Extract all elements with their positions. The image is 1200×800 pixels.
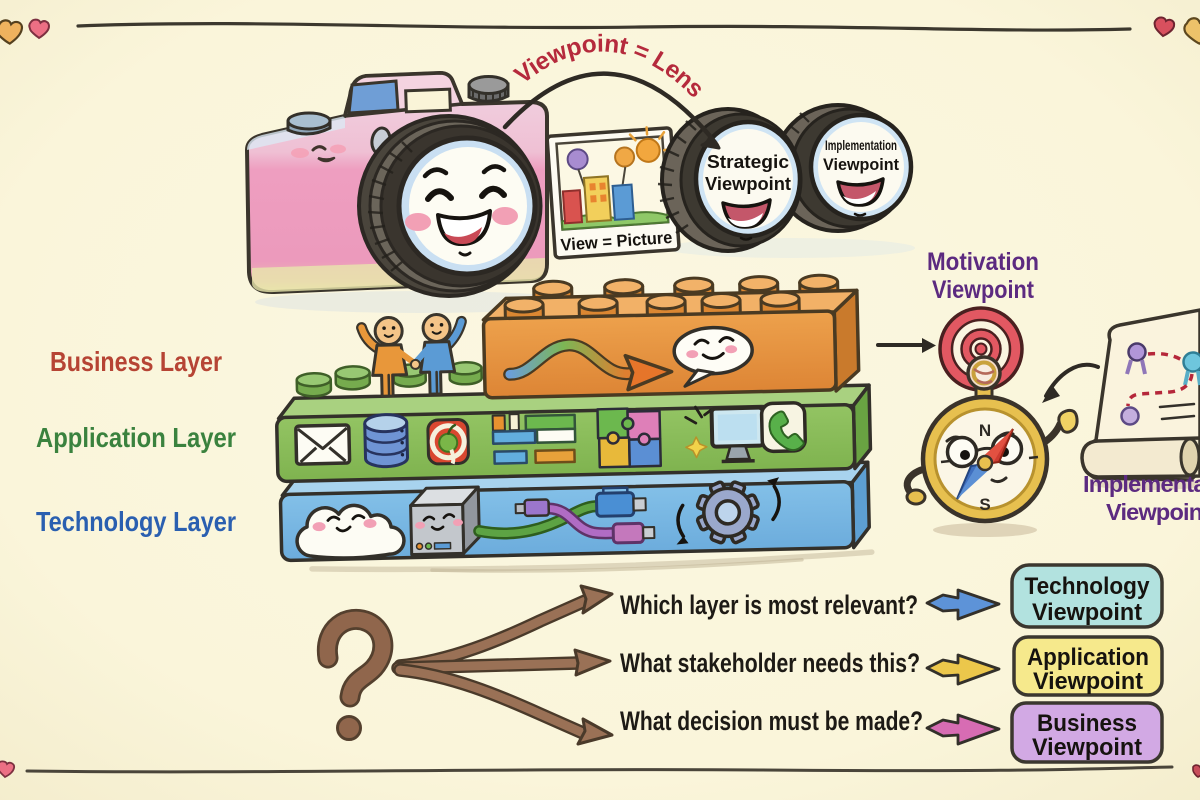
svg-text:What stakeholder needs this?: What stakeholder needs this? [620, 648, 920, 678]
svg-text:What decision must be made?: What decision must be made? [620, 706, 923, 736]
svg-text:Viewpoint: Viewpoint [705, 174, 791, 194]
svg-text:Technology Layer: Technology Layer [36, 506, 236, 537]
svg-text:Implementation: Implementation [825, 138, 897, 153]
svg-text:Application: Application [1027, 644, 1149, 671]
svg-text:Motivation: Motivation [927, 248, 1039, 276]
svg-text:Viewpoint: Viewpoint [1033, 668, 1143, 695]
svg-text:Technology: Technology [1025, 573, 1151, 600]
svg-text:Implementation: Implementation [1083, 471, 1200, 497]
svg-text:Viewpoint: Viewpoint [1032, 599, 1142, 626]
svg-text:Viewpoint: Viewpoint [1032, 734, 1142, 761]
svg-text:Viewpoint: Viewpoint [932, 276, 1035, 304]
svg-text:N: N [979, 421, 991, 440]
svg-text:Which layer is most relevant?: Which layer is most relevant? [620, 590, 918, 620]
svg-text:Application Layer: Application Layer [36, 422, 236, 453]
svg-text:S: S [979, 495, 990, 514]
svg-text:Viewpoint: Viewpoint [1106, 499, 1200, 525]
svg-text:Strategic: Strategic [707, 152, 789, 172]
svg-text:Business Layer: Business Layer [50, 346, 222, 377]
svg-text:Viewpoint: Viewpoint [823, 156, 899, 174]
svg-text:Business: Business [1037, 710, 1137, 737]
